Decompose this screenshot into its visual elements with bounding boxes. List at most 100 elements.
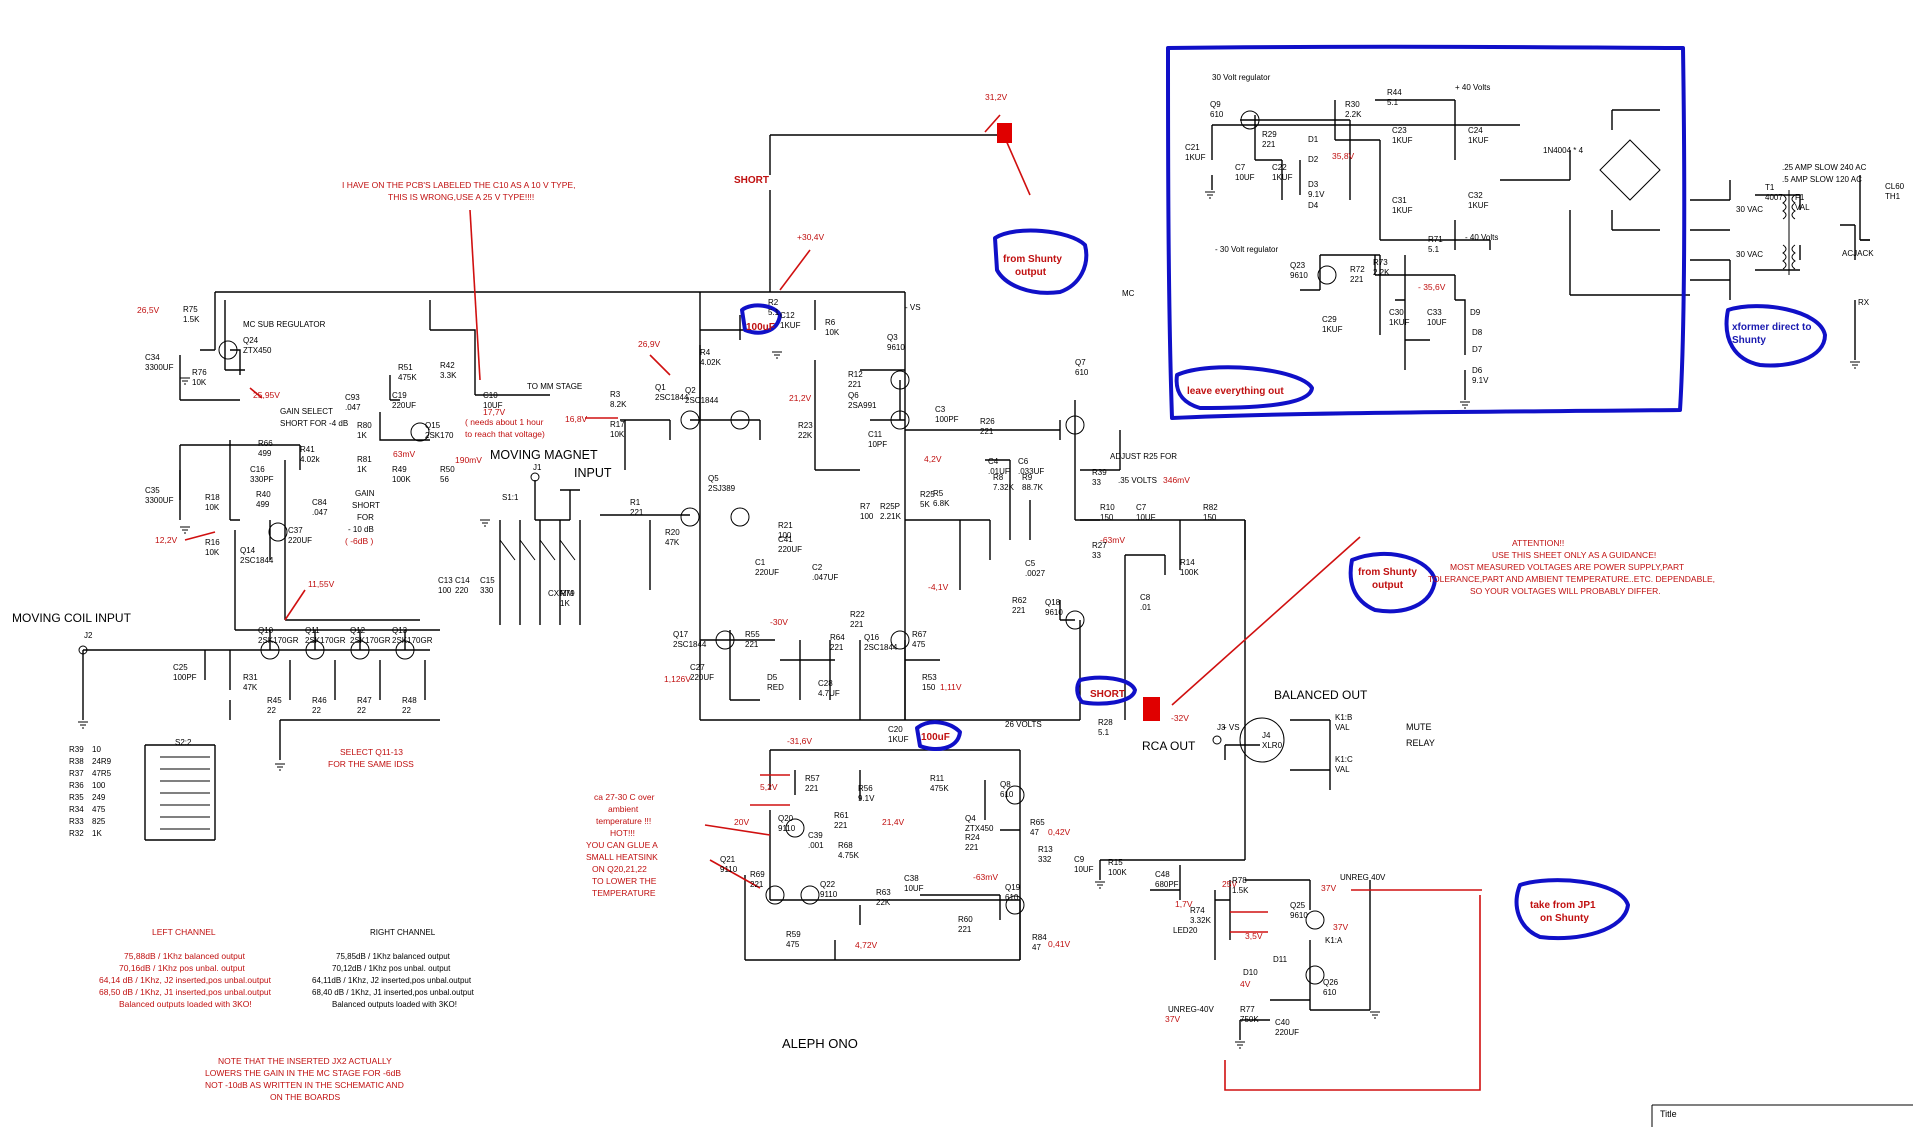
part-designator: C48 xyxy=(1155,870,1170,879)
part-designator: R69 xyxy=(750,870,765,879)
res-table-ref: R34 xyxy=(69,805,84,814)
part-designator: R10 xyxy=(1100,503,1115,512)
part-designator: S2:2 xyxy=(175,738,192,747)
bubble-short-2: SHORT xyxy=(1090,689,1125,700)
voltage: -32V xyxy=(1171,713,1189,723)
part-value: 10PF xyxy=(868,440,887,449)
part-value: 33 xyxy=(1092,551,1101,560)
note-attention-5: SO YOUR VOLTAGES WILL PROBABLY DIFFER. xyxy=(1470,586,1661,596)
part-designator: R68 xyxy=(838,841,853,850)
part-value: 221 xyxy=(980,427,994,436)
heading-moving-coil: MOVING COIL INPUT xyxy=(12,611,132,625)
right-channel-line-2: 70,12dB / 1Khz pos unbal. output xyxy=(332,964,451,973)
part-value: 5.1 xyxy=(768,308,780,317)
part-value: 499 xyxy=(256,500,270,509)
part-value: 10UF xyxy=(904,884,924,893)
voltage: 190mV xyxy=(455,455,482,465)
part-value: 4.02k xyxy=(300,455,321,464)
part-designator: Q18 xyxy=(1045,598,1061,607)
part-designator: R24 xyxy=(965,833,980,842)
voltage: 20V xyxy=(734,817,749,827)
part-value: 4.02K xyxy=(700,358,722,367)
voltage: 1,7V xyxy=(1175,899,1193,909)
part-value: 100K xyxy=(1108,868,1127,877)
part-designator: R11 xyxy=(930,774,945,783)
right-channel-title: RIGHT CHANNEL xyxy=(370,928,436,937)
part-value: ZTX450 xyxy=(243,346,272,355)
note-vac-1: 30 VAC xyxy=(1736,205,1763,214)
title-box-label: Title xyxy=(1660,1109,1677,1119)
note-short-gain-3: FOR xyxy=(357,513,374,522)
part-designator: R20 xyxy=(665,528,680,537)
part-value: 88.7K xyxy=(1022,483,1044,492)
part-value: 3.32K xyxy=(1190,916,1212,925)
heading-bridge: 1N4004 * 4 xyxy=(1543,146,1584,155)
part-value: 7.32K xyxy=(993,483,1015,492)
part-designator: R50 xyxy=(440,465,455,474)
part-designator: C41 xyxy=(778,535,793,544)
part-value: 1K xyxy=(357,431,367,440)
part-designator: D5 xyxy=(767,673,778,682)
part-designator: R76 xyxy=(192,368,207,377)
part-value: VAL xyxy=(1335,723,1350,732)
part-value: 2SC1844 xyxy=(655,393,689,402)
part-designator: R41 xyxy=(300,445,315,454)
voltage: 0,42V xyxy=(1048,827,1071,837)
part-designator: Q24 xyxy=(243,336,259,345)
bubble-short-1: SHORT xyxy=(734,175,769,186)
res-table-ref: R39 xyxy=(69,745,84,754)
note-jx-2: LOWERS THE GAIN IN THE MC STAGE FOR -6dB xyxy=(205,1068,401,1078)
note-select-1: SELECT Q11-13 xyxy=(340,747,403,757)
voltage: -4,1V xyxy=(928,582,949,592)
part-value: .033UF xyxy=(1018,467,1044,476)
part-value: 2SA991 xyxy=(848,401,877,410)
part-designator: R17 xyxy=(610,420,625,429)
part-designator: C6 xyxy=(1018,457,1029,466)
part-designator: C39 xyxy=(808,831,823,840)
heading-balanced-out: BALANCED OUT xyxy=(1274,688,1368,702)
part-value: 5K xyxy=(920,500,930,509)
part-value: 2SJ389 xyxy=(708,484,736,493)
part-designator: R7 xyxy=(860,502,871,511)
bubble-leave: leave everything out xyxy=(1187,386,1284,397)
part-value: 475 xyxy=(786,940,800,949)
part-designator: R18 xyxy=(205,493,220,502)
left-channel-title: LEFT CHANNEL xyxy=(152,927,216,937)
part-value: 221 xyxy=(630,508,644,517)
part-value: .0027 xyxy=(1025,569,1046,578)
part-value: 47K xyxy=(665,538,680,547)
voltage: 21,4V xyxy=(882,817,905,827)
part-value: 1KUF xyxy=(1392,136,1413,145)
voltage: 25,95V xyxy=(253,390,280,400)
part-designator: R42 xyxy=(440,361,455,370)
part-designator: R45 xyxy=(267,696,282,705)
part-designator: R56 xyxy=(858,784,873,793)
heading-moving-magnet: MOVING MAGNET xyxy=(490,448,598,462)
right-channel-line-3: 64,11dB / 1Khz, J2 inserted,pos unbal.ou… xyxy=(312,976,472,985)
part-designator: R64 xyxy=(830,633,845,642)
note-heat-6: SMALL HEATSINK xyxy=(586,852,658,862)
part-designator: Q13 xyxy=(392,626,408,635)
part-value: 499 xyxy=(258,449,272,458)
part-value: 221 xyxy=(830,643,844,652)
part-value: 1K xyxy=(357,465,367,474)
part-value: 100K xyxy=(392,475,411,484)
part-designator: R81 xyxy=(357,455,372,464)
part-designator: C10 xyxy=(483,391,498,400)
part-designator: R49 xyxy=(392,465,407,474)
part-designator: R53 xyxy=(922,673,937,682)
part-designator: D6 xyxy=(1472,366,1483,375)
voltage: 5,2V xyxy=(760,782,778,792)
part-designator: Q12 xyxy=(350,626,366,635)
part-value: .047 xyxy=(312,508,328,517)
voltage: 1,126V xyxy=(664,674,691,684)
wiring xyxy=(82,99,1870,1040)
part-designator: Q9 xyxy=(1210,100,1221,109)
part-designator: R5 xyxy=(933,489,944,498)
part-value: 2.21K xyxy=(880,512,902,521)
part-value: 610 xyxy=(1000,790,1014,799)
part-designator: R12 xyxy=(848,370,863,379)
part-value: 1KUF xyxy=(888,735,909,744)
bubble-cap-2: 100uF xyxy=(921,732,950,743)
bubble-shunty-2a: from Shunty xyxy=(1358,567,1417,578)
